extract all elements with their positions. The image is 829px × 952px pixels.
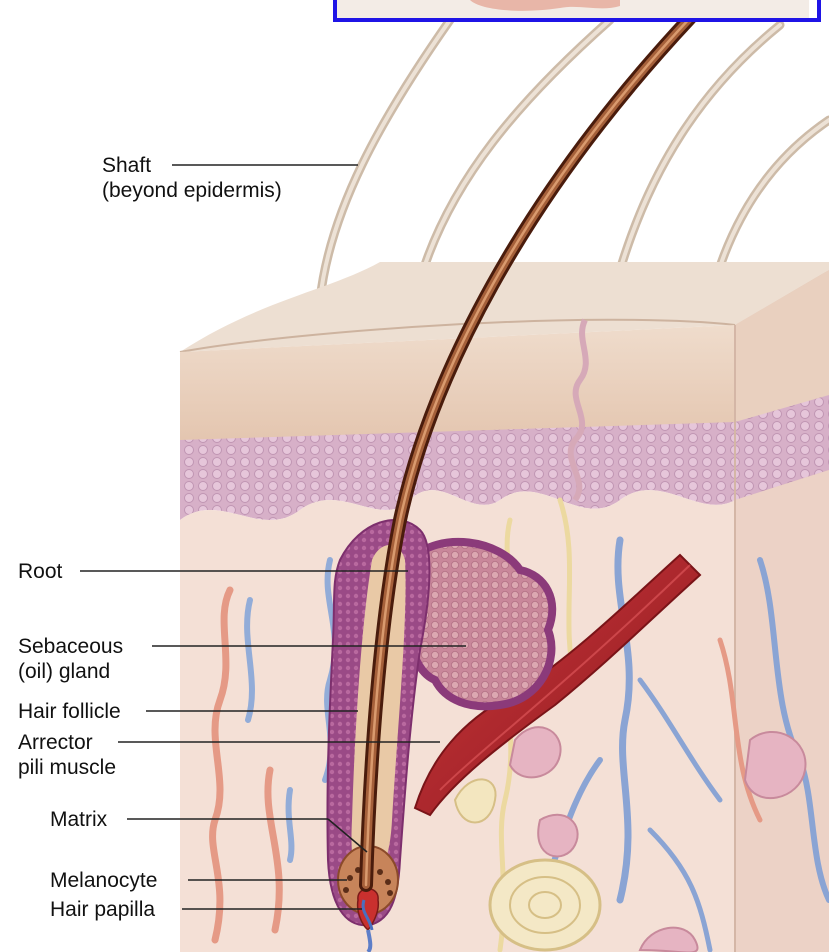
label-arrector-line2: pili muscle: [18, 755, 116, 780]
label-melanocyte: Melanocyte: [50, 868, 157, 893]
label-shaft: Shaft (beyond epidermis): [102, 153, 282, 203]
highlight-box: [333, 0, 821, 22]
label-hair-papilla: Hair papilla: [50, 897, 155, 922]
pacinian-corpuscle: [490, 860, 600, 950]
label-shaft-line1: Shaft: [102, 153, 282, 178]
label-sebaceous-line2: (oil) gland: [18, 659, 123, 684]
label-matrix-line1: Matrix: [50, 807, 107, 832]
label-hair-follicle-line1: Hair follicle: [18, 699, 121, 724]
label-arrector-line1: Arrector: [18, 730, 116, 755]
label-root: Root: [18, 559, 62, 584]
label-melanocyte-line1: Melanocyte: [50, 868, 157, 893]
label-root-line1: Root: [18, 559, 62, 584]
label-matrix: Matrix: [50, 807, 107, 832]
label-shaft-line2: (beyond epidermis): [102, 178, 282, 203]
label-sebaceous-line1: Sebaceous: [18, 634, 123, 659]
label-hair-papilla-line1: Hair papilla: [50, 897, 155, 922]
label-arrector-pili: Arrector pili muscle: [18, 730, 116, 780]
label-sebaceous: Sebaceous (oil) gland: [18, 634, 123, 684]
label-hair-follicle: Hair follicle: [18, 699, 121, 724]
